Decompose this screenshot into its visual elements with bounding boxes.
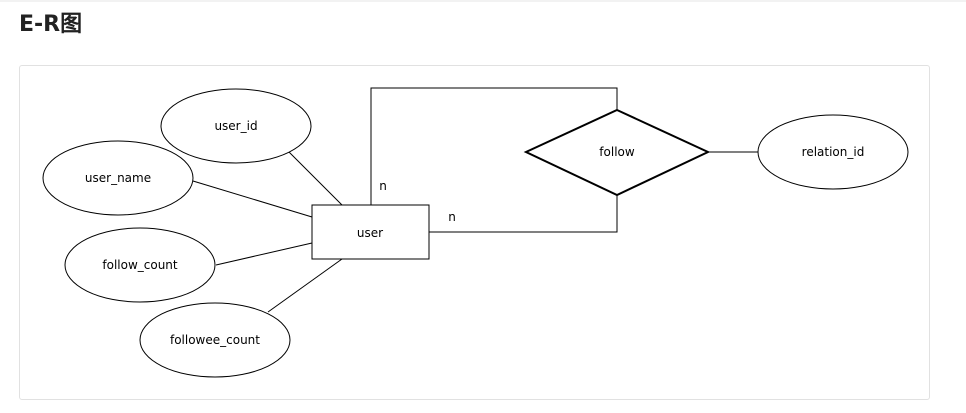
attribute-relation-id-shape [757,114,909,190]
edge-user-id [288,151,343,206]
attribute-user-name-label: user_name [85,171,151,185]
edge-user-follow-top [370,87,618,205]
edge-user-follow-right [429,195,618,233]
relationship-follow-shape [523,108,711,197]
attribute-followee-count-shape [139,302,291,378]
edge-follow-count [215,242,313,266]
attribute-user-id-label: user_id [214,119,257,133]
cardinality-right-label: n [448,210,456,224]
attribute-follow-count-shape [64,227,216,303]
cardinality-top-label: n [379,179,387,193]
relationship-follow-label: follow [599,145,635,159]
attribute-relation-id-label: relation_id [802,145,865,159]
attribute-followee-count-label: followee_count [170,333,260,347]
edge-followee-count [267,258,343,313]
edge-user-name [192,180,313,218]
top-strip [0,0,966,2]
page-title: E-R图 [19,12,83,37]
entity-user-label: user [357,226,383,240]
attribute-user-id-shape [160,88,312,164]
attribute-follow-count-label: follow_count [102,258,178,272]
attribute-user-name-shape [42,140,194,216]
entity-user-shape [311,204,430,260]
